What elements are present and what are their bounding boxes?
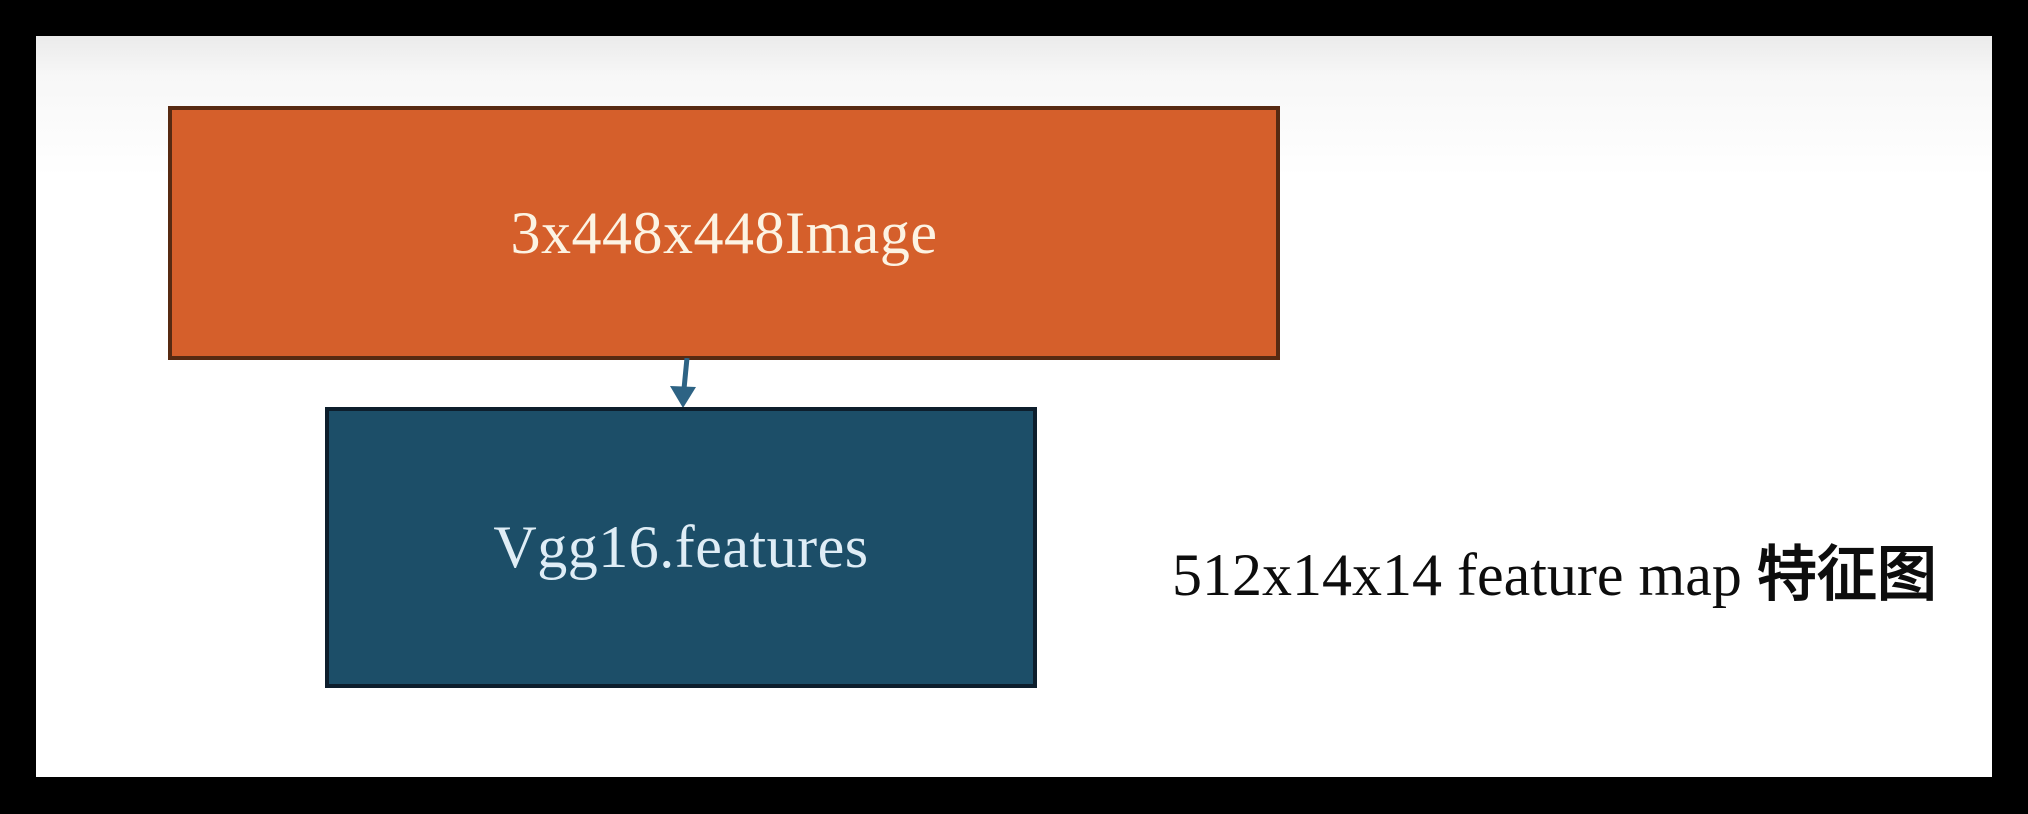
feature-map-annotation-latin: 512x14x14 feature map [1172, 542, 1757, 608]
feature-map-annotation: 512x14x14 feature map 特征图 [1172, 538, 1937, 612]
slide-canvas: 3x448x448Image Vgg16.features 512x14x14 … [36, 36, 1992, 777]
node-input-image-label: 3x448x448Image [510, 199, 938, 266]
down-arrow-stem [681, 358, 690, 390]
node-vgg16-features: Vgg16.features [325, 407, 1037, 688]
node-input-image: 3x448x448Image [168, 106, 1280, 360]
node-vgg16-features-label: Vgg16.features [493, 514, 869, 580]
down-arrow-icon [670, 358, 696, 408]
down-arrow-head [670, 386, 696, 408]
feature-map-annotation-cjk: 特征图 [1756, 541, 1937, 608]
